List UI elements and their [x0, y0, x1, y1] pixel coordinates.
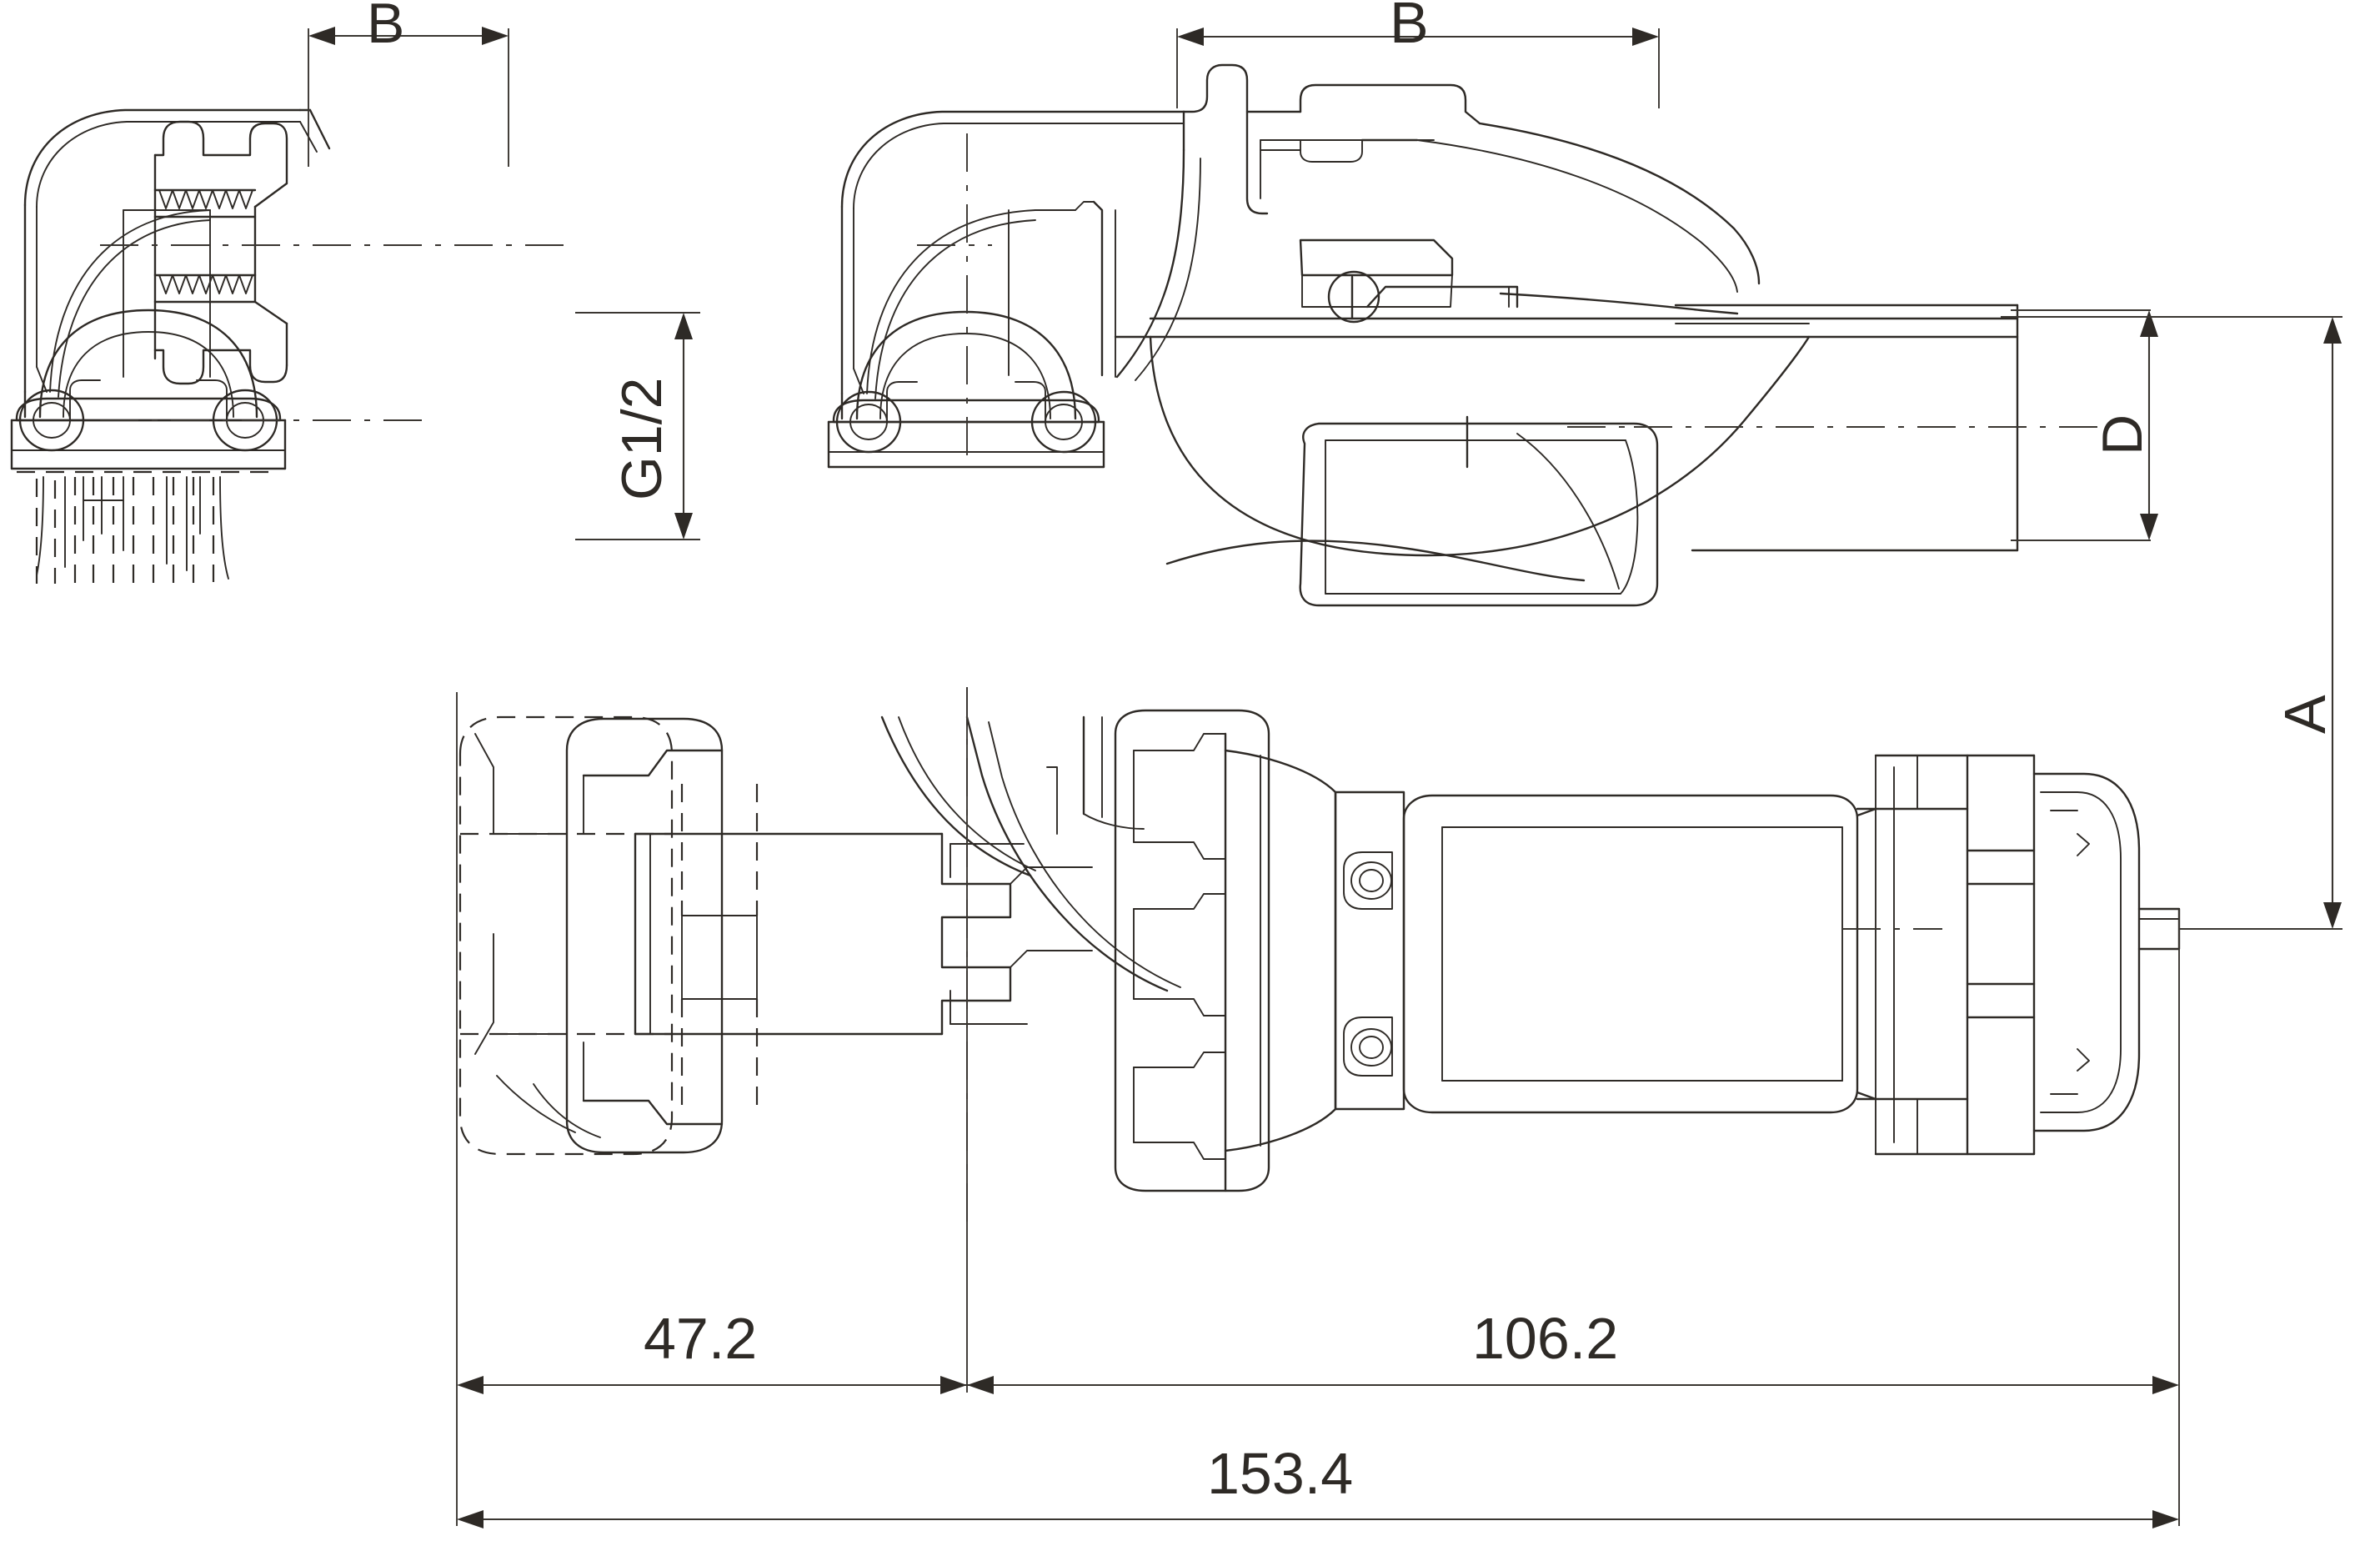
- dimension-label-g-thread: G1/2: [610, 377, 674, 500]
- dimension-label-len-47-2: 47.2: [644, 1306, 758, 1371]
- dimension-len-153-4: [456, 1418, 2180, 1528]
- dimension-b-center: [1176, 28, 1660, 108]
- dimension-len-47-2: [456, 687, 968, 1418]
- dimension-label-b-left: B: [367, 0, 405, 55]
- dimension-len-106-2: [967, 909, 2180, 1418]
- dimension-label-b-center: B: [1390, 0, 1429, 55]
- view-top-center: [827, 63, 2109, 607]
- dimension-b-left: [308, 27, 509, 167]
- dimension-label-len-153-4: 153.4: [1207, 1441, 1354, 1506]
- dimension-g-thread: [575, 312, 700, 540]
- dimension-label-len-106-2: 106.2: [1472, 1306, 1619, 1371]
- dimension-a-height: [2001, 316, 2342, 930]
- dimension-label-a-height: A: [2272, 695, 2337, 734]
- view-top-left: [10, 108, 567, 587]
- view-bottom: [458, 687, 2326, 1226]
- dimension-label-d-diameter: D: [2091, 414, 2154, 455]
- dimension-d-diameter: [2011, 309, 2158, 541]
